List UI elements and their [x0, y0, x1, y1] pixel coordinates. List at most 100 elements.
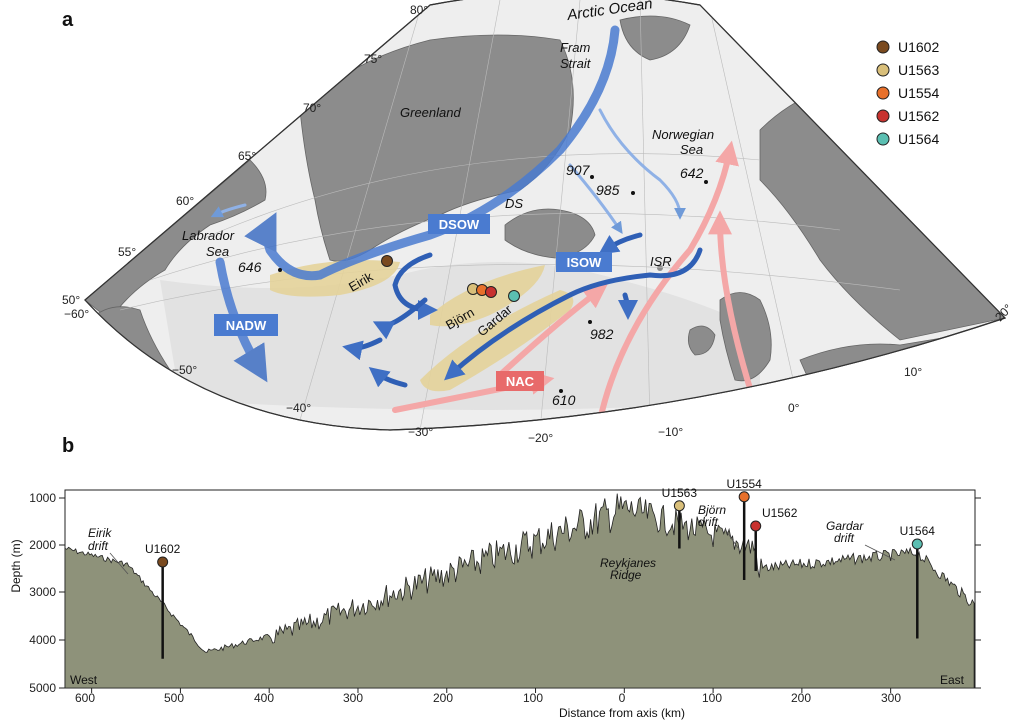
- site-marker: [738, 491, 750, 503]
- odp-site-label: 982: [590, 326, 614, 342]
- svg-text:50°: 50°: [62, 293, 80, 307]
- isow-box: ISOW: [556, 252, 612, 272]
- y-axis-label: Depth (m): [9, 539, 23, 592]
- svg-text:NAC: NAC: [506, 374, 535, 389]
- svg-text:1000: 1000: [29, 491, 56, 505]
- ds-label: DS: [505, 196, 523, 211]
- x-axis-label: Distance from axis (km): [559, 706, 685, 720]
- gardar-drift-leader: [864, 544, 896, 561]
- eirik-drift-leader: [109, 552, 129, 575]
- canada-landmass: [85, 159, 267, 321]
- bjorn-drift-label-2: drift: [698, 515, 719, 529]
- svg-text:3000: 3000: [29, 585, 56, 599]
- norwegian-sea-label-1: Norwegian: [652, 127, 714, 142]
- legend-label: U1562: [898, 108, 939, 124]
- bjorn-drift-label-1: Björn: [698, 503, 726, 517]
- svg-text:200: 200: [791, 691, 811, 705]
- legend-swatch: [876, 132, 890, 146]
- gardar-drift-label-1: Gardar: [826, 519, 864, 533]
- ireland-landmass: [687, 325, 716, 356]
- site-u1564-marker: [508, 290, 520, 302]
- nadw-box: NADW: [214, 314, 278, 336]
- svg-text:−10°: −10°: [658, 425, 683, 439]
- legend-label: U1554: [898, 85, 939, 101]
- site-label: U1554: [726, 477, 762, 491]
- legend-label: U1602: [898, 39, 939, 55]
- svg-text:−20°: −20°: [528, 431, 553, 445]
- map-panel: DSOW ISOW NADW NAC Arctic Ocean Fram Str…: [62, 0, 1015, 445]
- isr-label: ISR: [650, 254, 672, 269]
- site-marker: [911, 538, 923, 550]
- svg-text:500: 500: [164, 691, 184, 705]
- svg-text:−40°: −40°: [286, 401, 311, 415]
- norwegian-sea-label-2: Sea: [680, 142, 703, 157]
- svg-text:4000: 4000: [29, 633, 56, 647]
- svg-text:200: 200: [433, 691, 453, 705]
- odp-site-label: 985: [596, 182, 620, 198]
- fram-strait-label-2: Strait: [560, 56, 592, 71]
- site-u1602-marker: [381, 255, 393, 267]
- svg-text:70°: 70°: [303, 101, 321, 115]
- legend-label: U1563: [898, 62, 939, 78]
- svg-text:100: 100: [523, 691, 543, 705]
- svg-text:10°: 10°: [904, 365, 922, 379]
- greenland-label: Greenland: [400, 105, 461, 120]
- svg-text:60°: 60°: [176, 194, 194, 208]
- svg-text:DSOW: DSOW: [439, 217, 480, 232]
- legend-swatch: [876, 40, 890, 54]
- profile-y-ticks: [59, 497, 981, 689]
- svg-text:100: 100: [702, 691, 722, 705]
- site-legend: U1602 U1563 U1554 U1562 U1564: [876, 39, 939, 147]
- svg-text:5000: 5000: [29, 681, 56, 695]
- svg-text:−60°: −60°: [64, 307, 89, 321]
- deep-currents-dark: [342, 232, 703, 388]
- site-label: U1602: [145, 542, 181, 556]
- profile-x-tick-labels: 600 500 400 300 200 100 0 100 200 300: [75, 691, 901, 705]
- svg-text:300: 300: [881, 691, 901, 705]
- labrador-sea-label-2: Sea: [206, 244, 229, 259]
- panel-b-label: b: [62, 435, 74, 457]
- profile-x-ticks: [91, 688, 892, 693]
- overflow-currents: [210, 108, 686, 234]
- site-marker: [673, 500, 685, 512]
- svg-text:600: 600: [75, 691, 95, 705]
- svg-text:400: 400: [254, 691, 274, 705]
- odp-site-label: 646: [238, 259, 262, 275]
- svg-text:65°: 65°: [238, 149, 256, 163]
- site-u1562-marker: [485, 286, 497, 298]
- svg-text:ISOW: ISOW: [567, 255, 602, 270]
- odp-site-label: 610: [552, 392, 576, 408]
- svg-text:80°: 80°: [410, 3, 428, 17]
- fram-strait-label-1: Fram: [560, 40, 591, 55]
- eirik-drift: [270, 260, 400, 297]
- legend-swatch: [876, 109, 890, 123]
- nac-box: NAC: [496, 371, 544, 391]
- site-marker: [750, 520, 762, 532]
- iodp-sites-map: [381, 255, 520, 302]
- east-label: East: [940, 673, 965, 687]
- legend-swatch: [876, 63, 890, 77]
- odp-site-label: 907: [566, 162, 591, 178]
- gardar-drift-label-2: drift: [834, 531, 855, 545]
- svg-text:NADW: NADW: [226, 318, 267, 333]
- svg-text:−50°: −50°: [172, 363, 197, 377]
- map-frame: [84, 0, 1007, 431]
- svg-text:0°: 0°: [788, 401, 800, 415]
- labrador-sea-label-1: Labrador: [182, 228, 235, 243]
- dsow-box: DSOW: [428, 214, 490, 234]
- site-label: U1562: [762, 506, 798, 520]
- faroe-islands: [657, 265, 663, 271]
- svg-text:2000: 2000: [29, 538, 56, 552]
- eirik-drift-label-2: drift: [88, 539, 109, 553]
- site-label: U1564: [900, 524, 936, 538]
- svg-text:300: 300: [343, 691, 363, 705]
- reykjanes-ridge-label-1: Reykjanes: [600, 556, 656, 570]
- map-tick-labels: 80° 75° 70° 65° 60° 55° 50° −60° −50° −4…: [62, 3, 1015, 445]
- panel-a-label: a: [62, 9, 74, 31]
- svalbard-landmass: [619, 15, 691, 61]
- seafloor-profile: [64, 493, 975, 689]
- profile-y-tick-labels: 1000 2000 3000 4000 5000: [29, 491, 56, 695]
- iceland-landmass: [504, 208, 596, 259]
